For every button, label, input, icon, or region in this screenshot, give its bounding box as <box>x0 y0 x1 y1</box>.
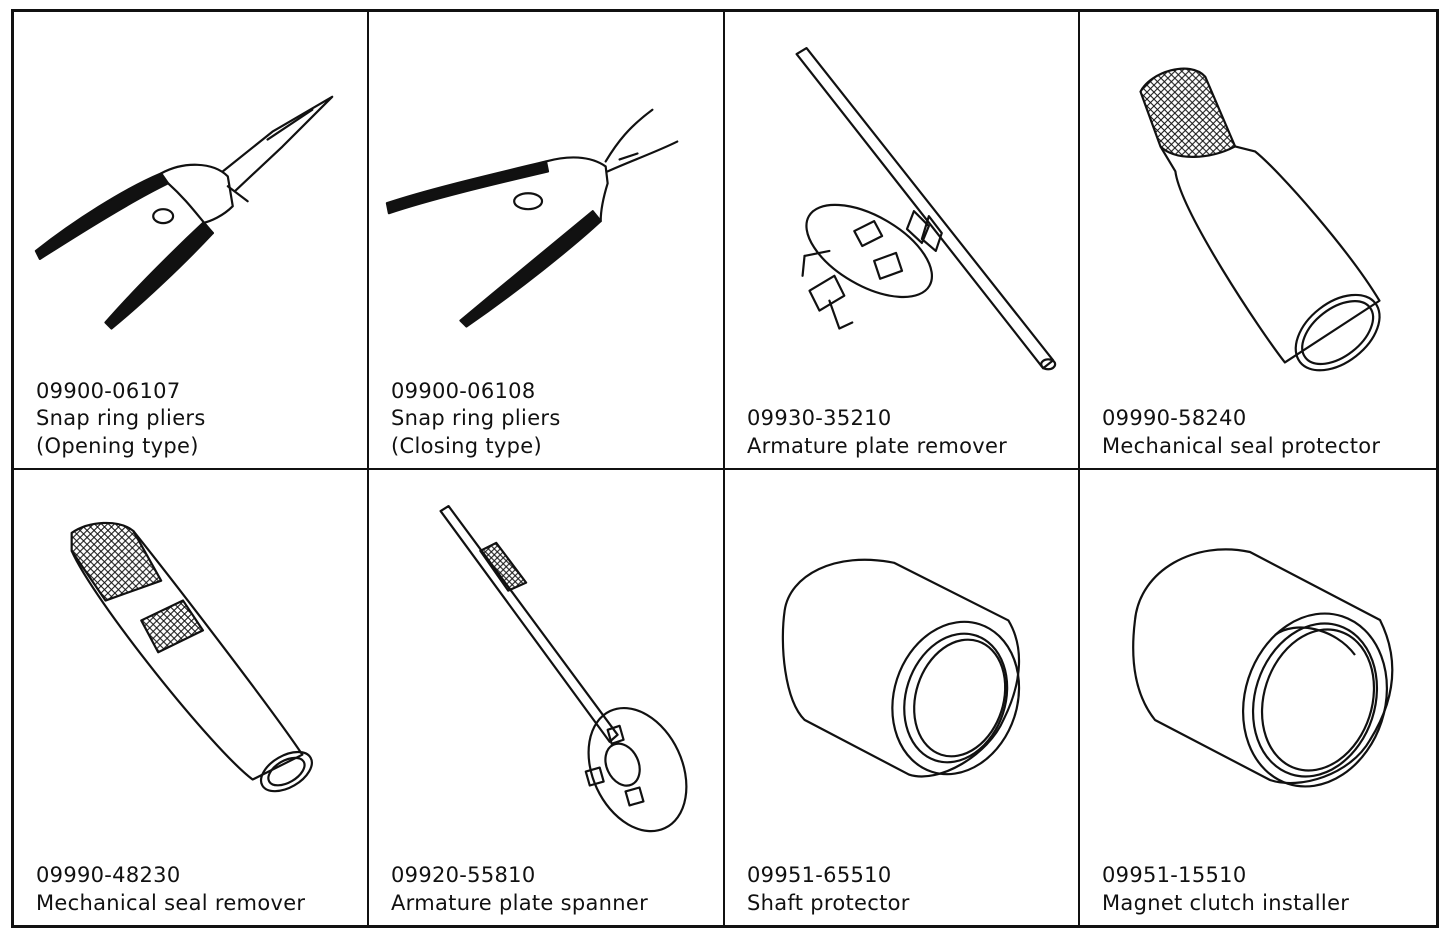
part-number: 09990-58240 <box>1102 406 1247 430</box>
tool-cell: 09930-35210 Armature plate remover <box>725 12 1080 470</box>
part-number: 09990-48230 <box>36 863 181 887</box>
snap-ring-pliers-closing-icon <box>385 108 679 328</box>
tool-name: Snap ring pliers <box>391 406 561 430</box>
tool-cell: 09951-65510 Shaft protector <box>725 470 1080 925</box>
tool-caption: 09990-58240 Mechanical seal protector <box>1102 405 1380 460</box>
tool-caption: 09900-06107 Snap ring pliers (Opening ty… <box>36 378 206 461</box>
tool-name: Snap ring pliers <box>36 406 206 430</box>
magnet-clutch-installer-icon <box>1132 548 1394 788</box>
tool-caption: 09930-35210 Armature plate remover <box>747 405 1007 460</box>
part-number: 09900-06108 <box>391 378 536 403</box>
tool-name: Mechanical seal remover <box>36 890 306 915</box>
tool-cell: 09990-58240 Mechanical seal protector <box>1080 12 1436 470</box>
special-tools-table: 09900-06107 Snap ring pliers (Opening ty… <box>11 9 1439 928</box>
part-number: 09900-06107 <box>36 378 181 403</box>
tool-name: Armature plate spanner <box>391 890 649 915</box>
tool-cell: 09900-06107 Snap ring pliers (Opening ty… <box>14 12 369 470</box>
part-number: 09951-65510 <box>747 863 892 887</box>
tool-note: (Opening type) <box>36 433 199 458</box>
tool-note: (Closing type) <box>391 433 542 458</box>
tool-caption: 09900-06108 Snap ring pliers (Closing ty… <box>391 378 561 461</box>
armature-plate-remover-icon <box>795 46 1057 371</box>
tool-caption: 09951-15510 Magnet clutch installer <box>1102 862 1349 917</box>
tool-caption: 09951-65510 Shaft protector <box>747 862 910 917</box>
part-number: 09951-15510 <box>1102 863 1247 887</box>
shaft-protector-icon <box>781 558 1021 778</box>
tool-cell: 09920-55810 Armature plate spanner <box>369 470 725 925</box>
tool-cell: 09990-48230 Mechanical seal remover <box>14 470 369 925</box>
snap-ring-pliers-opening-icon <box>34 95 334 330</box>
tool-caption: 09990-48230 Mechanical seal remover <box>36 862 305 917</box>
tool-cell: 09900-06108 Snap ring pliers (Closing ty… <box>369 12 725 470</box>
mechanical-seal-protector-icon <box>1139 67 1381 372</box>
part-number: 09920-55810 <box>391 863 536 887</box>
part-number: 09930-35210 <box>747 406 892 430</box>
tool-name: Magnet clutch installer <box>1102 890 1350 915</box>
tool-cell: 09951-15510 Magnet clutch installer <box>1080 470 1436 925</box>
tool-name: Armature plate remover <box>747 433 1008 458</box>
mechanical-seal-remover-icon <box>70 521 313 793</box>
tool-name: Shaft protector <box>747 890 910 915</box>
armature-plate-spanner-icon <box>439 504 688 833</box>
tool-name: Mechanical seal protector <box>1102 433 1381 458</box>
tool-caption: 09920-55810 Armature plate spanner <box>391 862 648 917</box>
